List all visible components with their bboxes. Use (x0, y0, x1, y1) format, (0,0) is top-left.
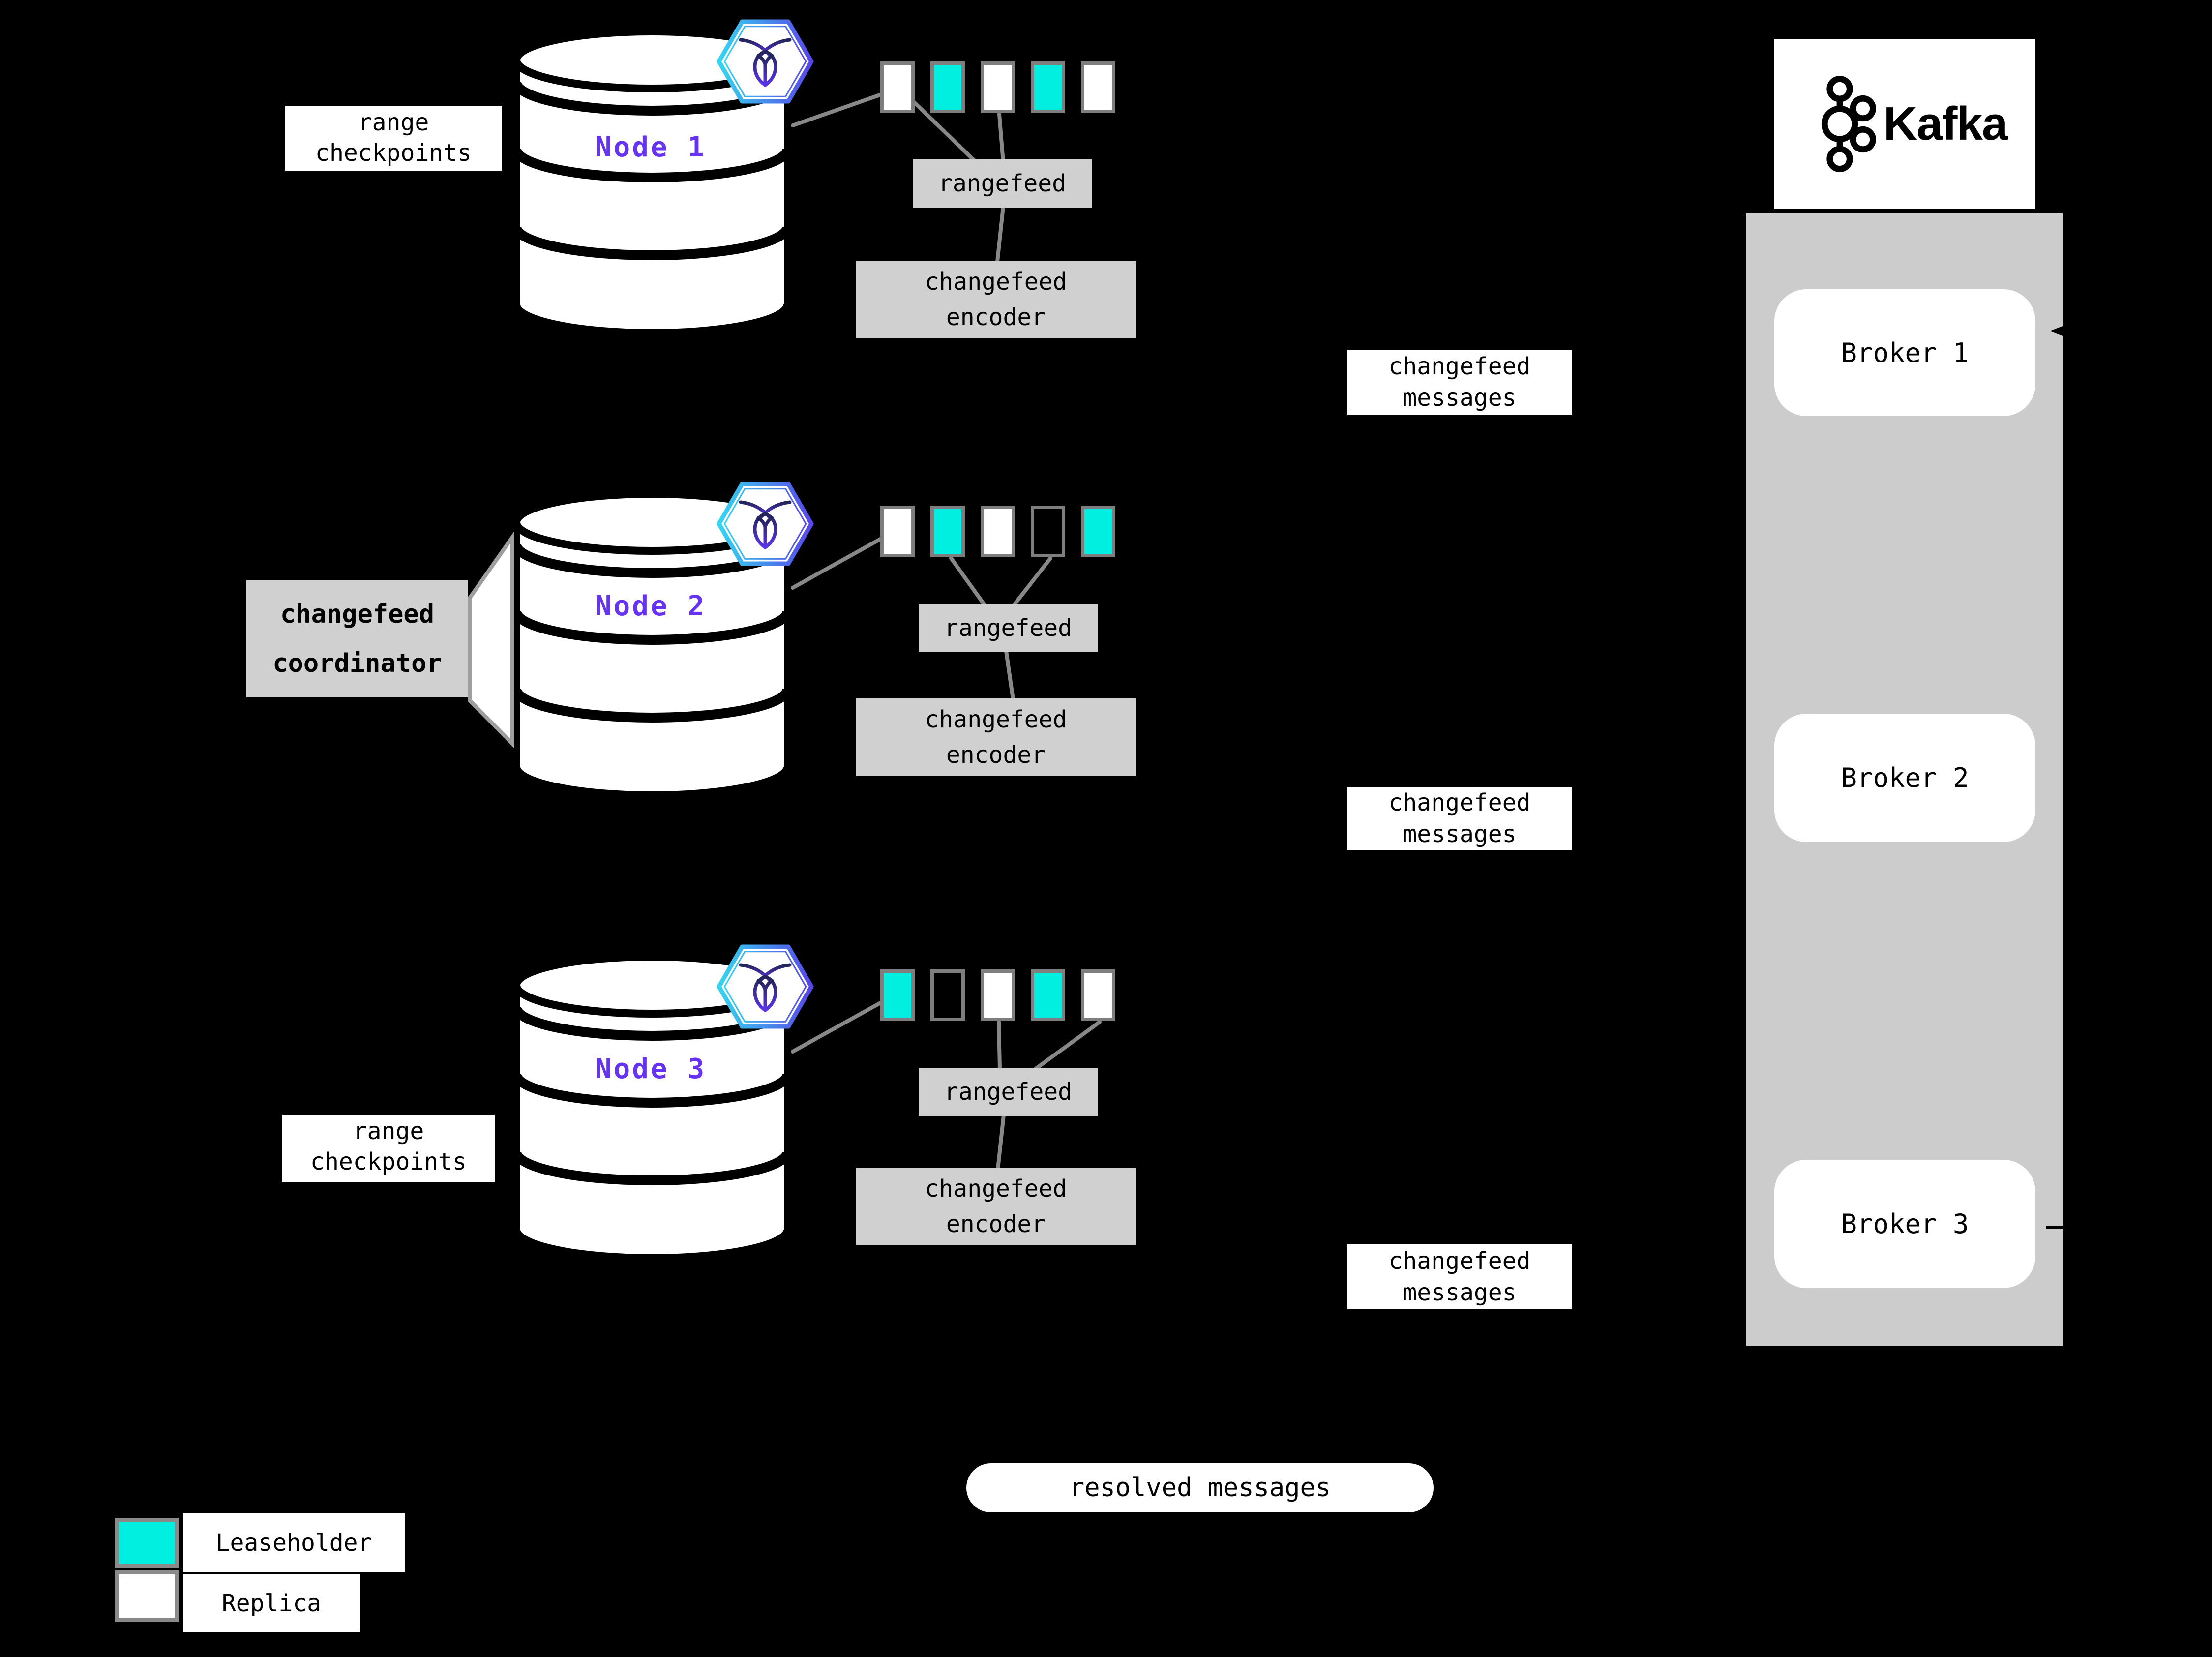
legend-leaseholder-label: Leaseholder (183, 1513, 405, 1572)
changefeed-messages-label-node1: changefeed messages (1347, 350, 1572, 415)
node1-cockroachdb-hexagon-icon (719, 22, 811, 101)
range-checkpoints-label-node3: range checkpoints (282, 1115, 495, 1182)
range-checkpoints-line2: checkpoints (315, 139, 472, 167)
rangefeed-box-node1: rangefeed (913, 159, 1092, 208)
range-checkpoints-line1: range (353, 1117, 424, 1145)
messages-line2: messages (1403, 384, 1517, 412)
coordinator-flag-flap (468, 531, 514, 749)
kafka-title: Kafka (1883, 97, 2008, 150)
rangefeed-box-node3: rangefeed (919, 1068, 1098, 1116)
range-checkpoints-line2: checkpoints (310, 1148, 467, 1175)
range-square (1081, 61, 1115, 113)
encoder-line2: encoder (946, 741, 1046, 769)
broker-1: Broker 1 (1774, 289, 2035, 416)
range-square (1031, 506, 1065, 557)
resolved-messages-pill: resolved messages (966, 1463, 1434, 1512)
range-square (1081, 506, 1115, 557)
changefeed-encoder-box-node2: changefeed encoder (856, 698, 1136, 776)
legend-leaseholder-swatch (115, 1518, 179, 1568)
rangefeed-label: rangefeed (944, 614, 1073, 642)
encoder-line1: changefeed (925, 268, 1067, 296)
range-square (880, 969, 915, 1021)
changefeed-encoder-box-node3: changefeed encoder (856, 1168, 1136, 1245)
messages-line1: changefeed (1388, 353, 1531, 380)
changefeed-encoder-box-node1: changefeed encoder (856, 261, 1136, 338)
range-checkpoints-label-node1: range checkpoints (285, 106, 502, 171)
node1-label: Node 1 (595, 131, 707, 163)
range-square (981, 506, 1015, 557)
encoder-line1: changefeed (925, 706, 1067, 733)
broker-2: Broker 2 (1774, 714, 2035, 842)
messages-line2: messages (1403, 820, 1517, 848)
legend-replica-text: Replica (221, 1589, 322, 1617)
messages-line1: changefeed (1388, 1247, 1531, 1275)
node3-cockroachdb-hexagon-icon (719, 947, 811, 1026)
coordinator-line1: changefeed (280, 599, 435, 629)
kafka-logo-icon (1821, 76, 1876, 172)
messages-line1: changefeed (1388, 789, 1531, 816)
broker-3-label: Broker 3 (1841, 1208, 1969, 1239)
broker-3: Broker 3 (1774, 1160, 2035, 1288)
changefeed-messages-label-node3: changefeed messages (1347, 1244, 1572, 1309)
range-square (880, 506, 915, 557)
node2-label: Node 2 (595, 590, 707, 622)
connector-lines (791, 92, 1102, 1171)
range-square (930, 969, 965, 1021)
node1-range-squares (880, 61, 1115, 113)
range-checkpoints-line1: range (358, 109, 429, 136)
rangefeed-box-node2: rangefeed (919, 604, 1098, 652)
resolved-messages-label: resolved messages (1069, 1473, 1331, 1503)
node2-range-squares (880, 506, 1115, 557)
legend-replica-swatch (115, 1570, 179, 1622)
range-square (1031, 969, 1065, 1021)
coordinator-line2: coordinator (272, 648, 442, 678)
node3-range-squares (880, 969, 1115, 1021)
node2-cockroachdb-hexagon-icon (719, 484, 811, 564)
rangefeed-label: rangefeed (944, 1078, 1073, 1106)
range-square (930, 506, 965, 557)
broker-2-label: Broker 2 (1841, 762, 1969, 793)
range-square (981, 61, 1015, 113)
changefeed-messages-label-node2: changefeed messages (1347, 787, 1572, 850)
rangefeed-label: rangefeed (938, 170, 1067, 197)
range-square (1031, 61, 1065, 113)
node3-label: Node 3 (595, 1053, 707, 1085)
changefeed-coordinator-box: changefeed coordinator (246, 580, 468, 697)
broker-1-label: Broker 1 (1841, 337, 1969, 368)
encoder-line2: encoder (946, 303, 1046, 331)
range-square (981, 969, 1015, 1021)
encoder-line2: encoder (946, 1210, 1046, 1238)
kafka-logo-box: Kafka (1774, 39, 2035, 209)
legend-replica-label: Replica (183, 1574, 360, 1632)
messages-line2: messages (1403, 1279, 1517, 1306)
legend-leaseholder-text: Leaseholder (215, 1529, 372, 1557)
encoder-line1: changefeed (925, 1175, 1067, 1203)
range-square (880, 61, 915, 113)
range-square (930, 61, 965, 113)
range-square (1081, 969, 1115, 1021)
